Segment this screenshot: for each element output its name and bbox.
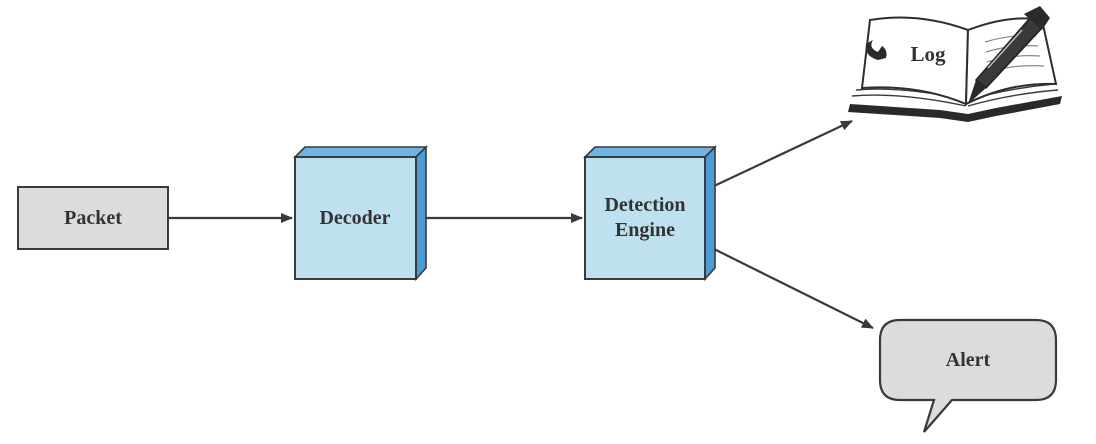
engine-cube-face: [584, 156, 706, 280]
engine-cube-top: [583, 146, 717, 158]
decoder-cube-face: [294, 156, 417, 280]
detection-engine-label: Detection Engine: [585, 157, 705, 279]
alert-label-text: Alert: [945, 348, 991, 371]
decoder-cube: [293, 145, 428, 282]
open-book-with-pen-icon: [848, 6, 1062, 122]
decoder-label: Decoder: [295, 157, 415, 279]
edge-engine-alert: [713, 248, 874, 329]
speech-bubble-icon: [878, 318, 1058, 433]
edge-engine-log: [713, 120, 853, 187]
detection-engine-cube: [583, 145, 717, 282]
detection-engine-label-line1: Detection: [604, 194, 686, 216]
book-ribbon: [865, 40, 887, 60]
pen-tip: [968, 80, 986, 104]
packet-label-text: Packet: [64, 206, 122, 229]
pen-highlight: [987, 29, 1023, 69]
book-cover: [848, 96, 1062, 122]
pen-cap: [1024, 6, 1050, 30]
decoder-cube-top: [293, 146, 428, 158]
log-label-text: Log: [910, 41, 946, 66]
log-label: Log: [893, 34, 963, 74]
detection-engine-label-line2: Engine: [614, 219, 675, 241]
packet-box: [17, 186, 169, 250]
decoder-label-text: Decoder: [319, 206, 391, 229]
alert-label: Alert: [880, 320, 1056, 400]
packet-label: Packet: [18, 187, 168, 249]
decoder-cube-side: [415, 145, 427, 282]
detection-engine-label-lines: Detection Engine: [604, 193, 685, 243]
engine-cube-side: [704, 145, 716, 282]
